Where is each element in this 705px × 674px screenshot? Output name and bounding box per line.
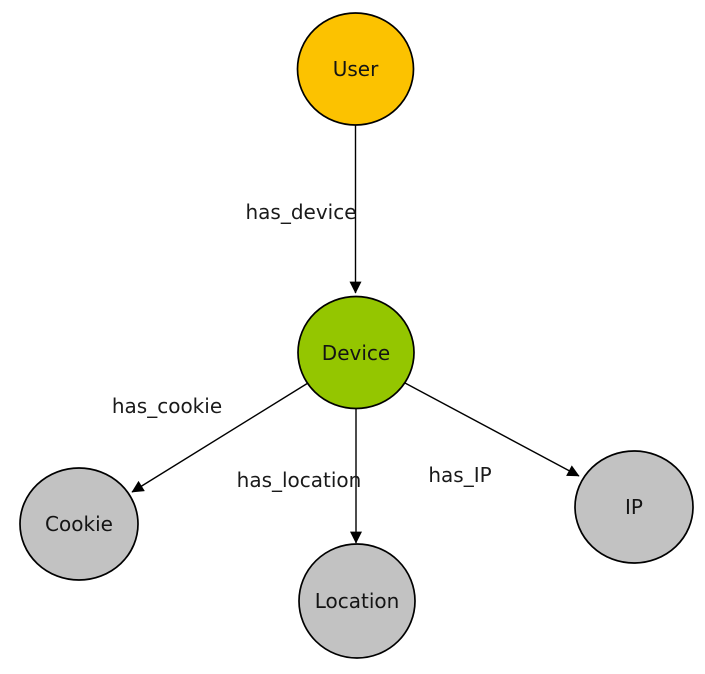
node-device: Device — [297, 295, 415, 410]
node-ip-circle — [574, 450, 694, 564]
node-user-label: User — [333, 57, 379, 81]
node-user-circle — [296, 12, 415, 126]
node-cookie: Cookie — [19, 467, 139, 581]
node-device-label: Device — [322, 341, 390, 365]
node-ip-label: IP — [625, 495, 643, 519]
edge-label-has-device: has_device — [245, 200, 356, 224]
edge-device-ip — [404, 382, 580, 477]
node-user: User — [296, 12, 415, 126]
node-ip: IP — [574, 450, 694, 564]
edge-labels-layer: has_device has_cookie has_location has_I… — [112, 200, 492, 492]
node-cookie-circle — [19, 467, 139, 581]
edge-device-cookie — [131, 382, 309, 493]
edge-label-has-cookie: has_cookie — [112, 394, 222, 418]
node-location-label: Location — [315, 589, 400, 613]
node-device-circle — [297, 295, 415, 410]
node-location: Location — [298, 543, 416, 659]
node-cookie-label: Cookie — [45, 512, 113, 536]
nodes-layer: User Device Cookie Location IP — [19, 12, 694, 659]
edge-label-has-location: has_location — [237, 468, 362, 492]
node-location-circle — [298, 543, 416, 659]
edges-layer — [131, 125, 580, 544]
edge-label-has-ip: has_IP — [428, 463, 491, 487]
